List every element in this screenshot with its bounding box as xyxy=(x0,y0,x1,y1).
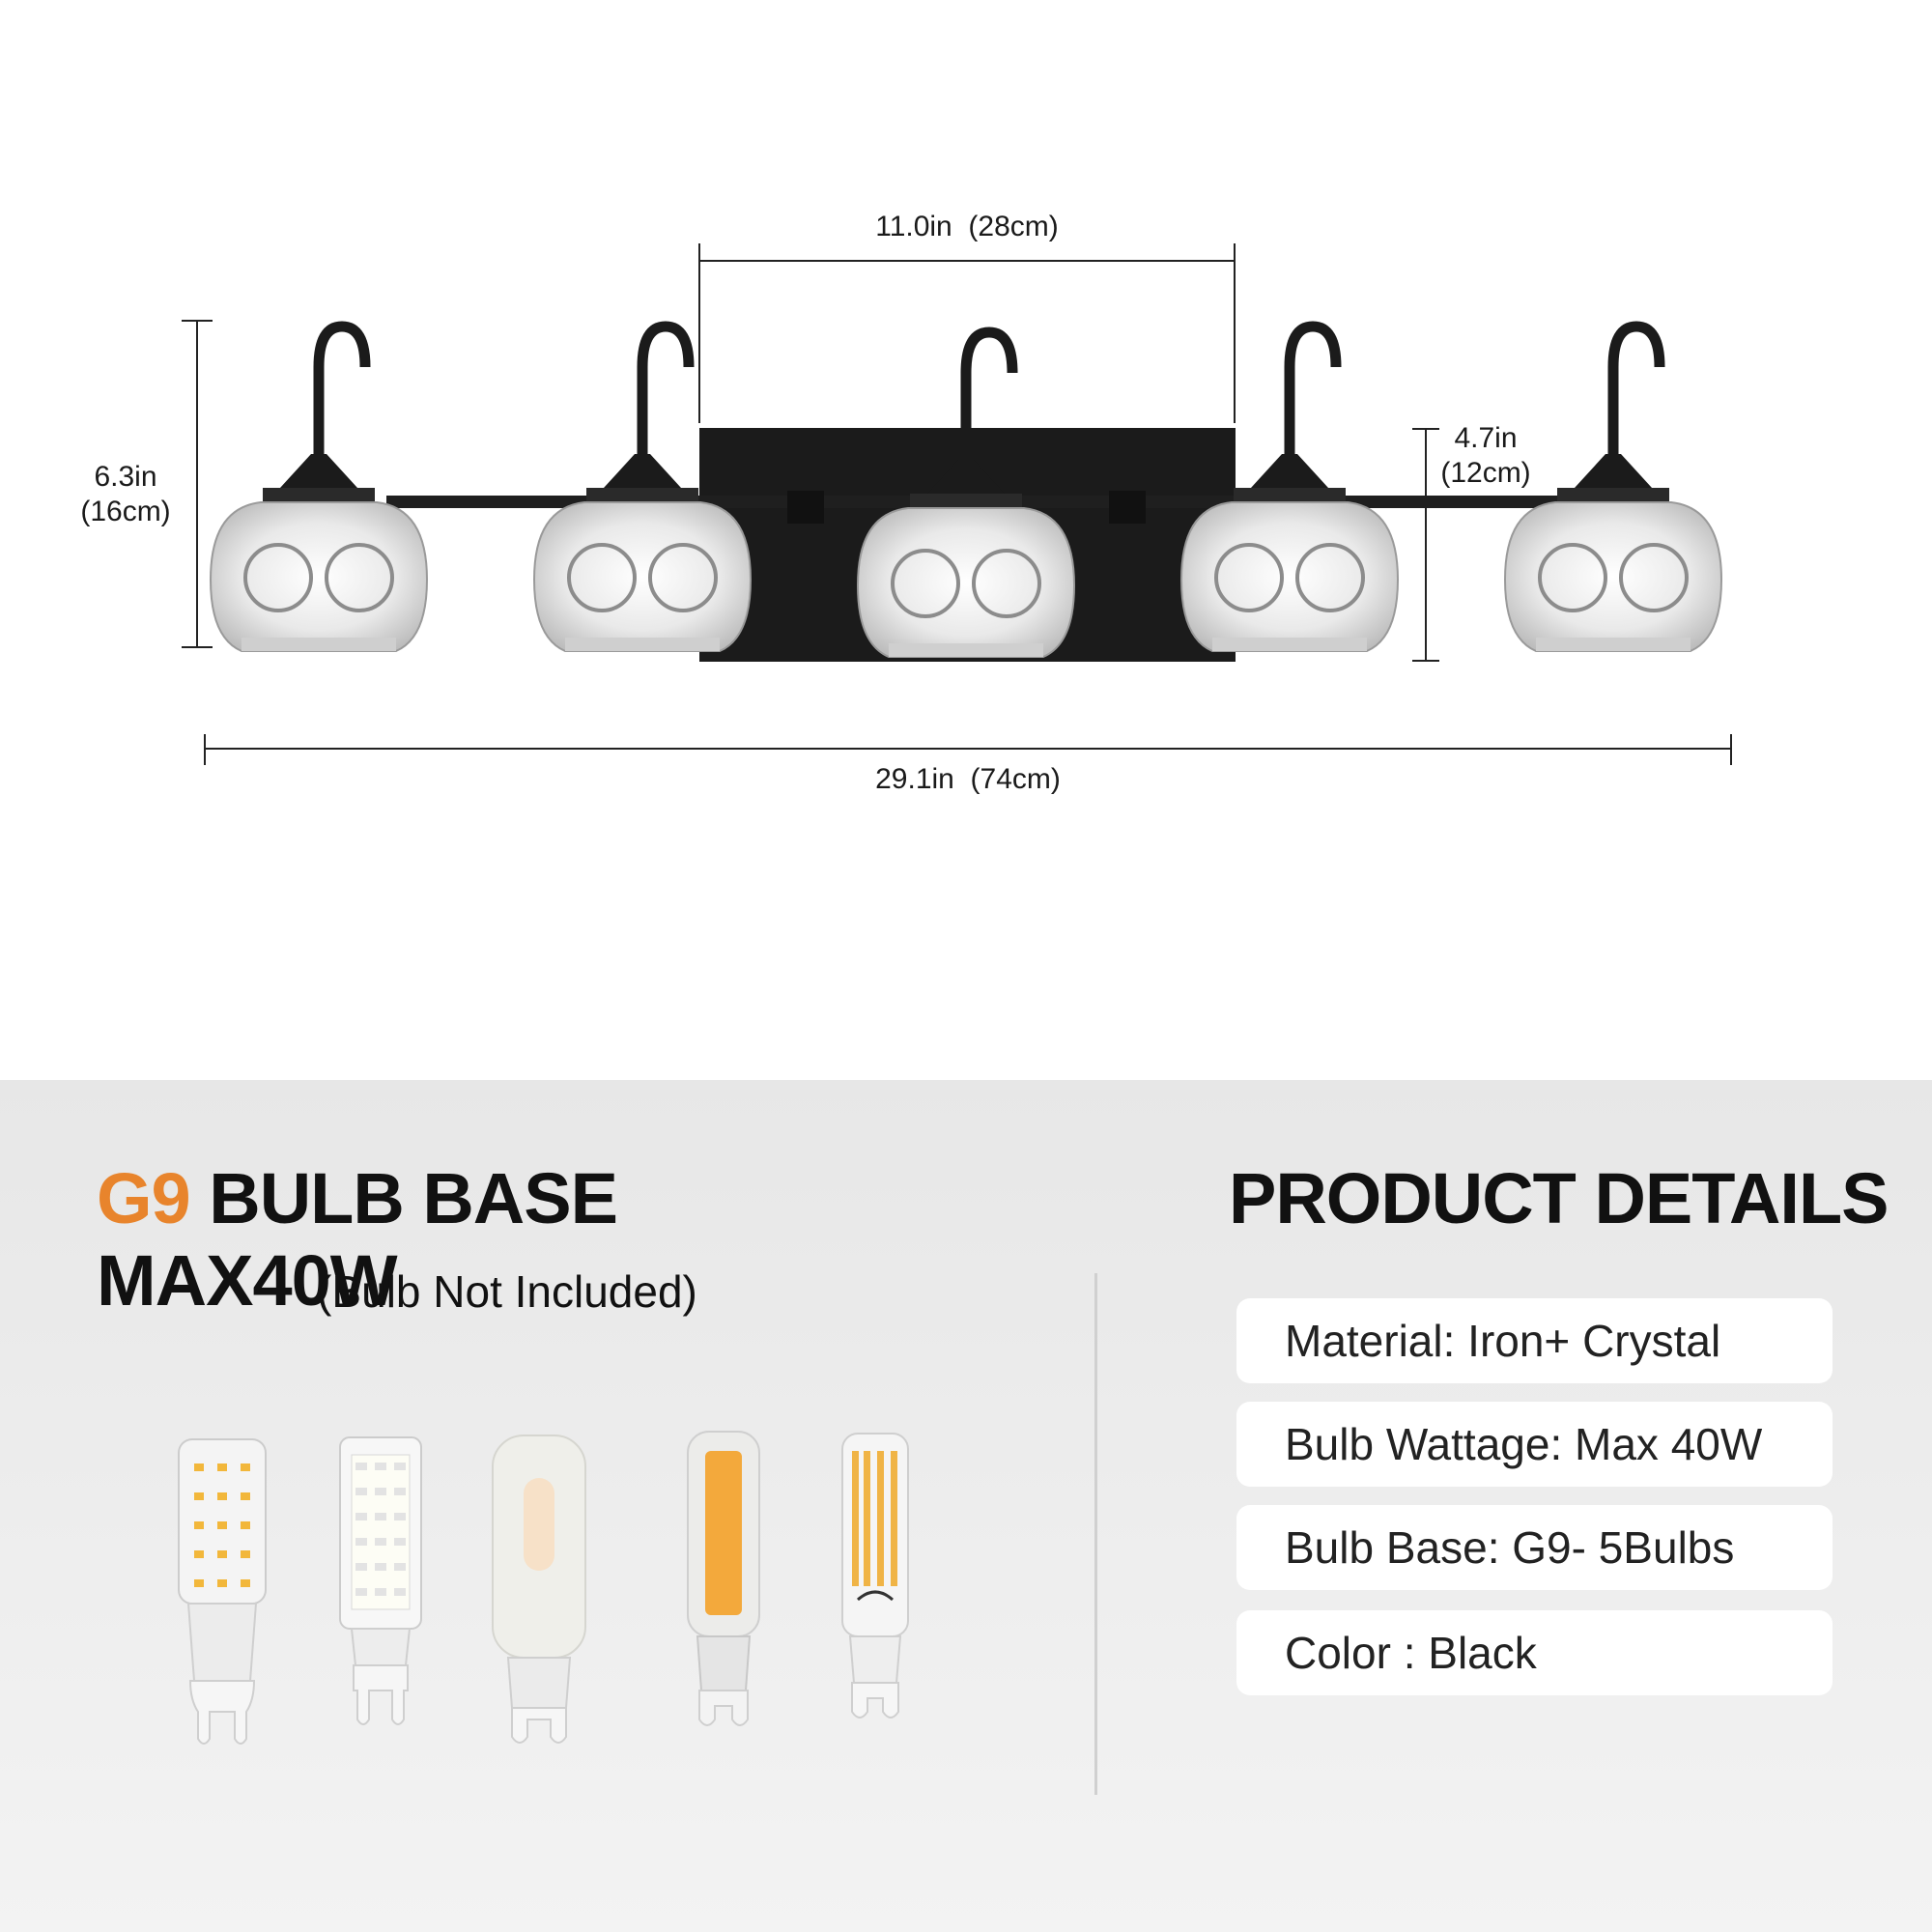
bulb-icon xyxy=(687,1431,760,1726)
detail-color: Color : Black xyxy=(1236,1610,1833,1695)
bulb-icon xyxy=(339,1436,422,1725)
lamp-5 xyxy=(1503,321,1723,652)
detail-bulb-base: Bulb Base: G9- 5Bulbs xyxy=(1236,1505,1833,1590)
dimension-total-width: 29.1in (74cm) xyxy=(875,763,1061,795)
product-photo-area: 11.0in (28cm) 6.3in (16cm) 4.7in (12cm) … xyxy=(68,211,1732,795)
bulb-not-included-note: (Bulb Not Included) xyxy=(317,1266,697,1317)
lamp-3 xyxy=(856,327,1076,658)
dimension-height-in: 6.3in xyxy=(94,461,157,493)
bar-clip-right xyxy=(1109,491,1146,524)
bulb-base-heading: G9 BULB BASE MAX40W xyxy=(97,1157,918,1321)
detail-material: Material: Iron+ Crystal xyxy=(1236,1298,1833,1383)
dimension-height-cm: (16cm) xyxy=(80,496,171,527)
bulb-illustrations xyxy=(178,1431,909,1745)
bulb-type-accent: G9 xyxy=(97,1158,191,1238)
dimension-center-width: 11.0in (28cm) xyxy=(875,211,1059,242)
fixture-drawing xyxy=(182,243,1732,765)
dimension-backplate-in: 4.7in xyxy=(1454,422,1518,454)
bulb-icon xyxy=(178,1438,267,1745)
dimension-backplate: 4.7in (12cm) xyxy=(1428,421,1544,491)
bulb-icon xyxy=(841,1433,909,1719)
product-details-heading: PRODUCT DETAILS xyxy=(1229,1158,1889,1238)
dimension-lines xyxy=(182,243,1732,765)
lamp-1 xyxy=(209,321,429,652)
lamp-2 xyxy=(532,321,753,652)
bulb-icon xyxy=(492,1435,586,1744)
detail-bulb-wattage: Bulb Wattage: Max 40W xyxy=(1236,1402,1833,1487)
dimension-height: 6.3in (16cm) xyxy=(68,460,184,529)
bar-clip-left xyxy=(787,491,824,524)
dimension-backplate-cm: (12cm) xyxy=(1440,457,1531,489)
bulb-base-heading-text: BULB BASE MAX40W xyxy=(97,1158,618,1321)
lamp-4 xyxy=(1179,321,1400,652)
section-divider xyxy=(1094,1273,1097,1795)
